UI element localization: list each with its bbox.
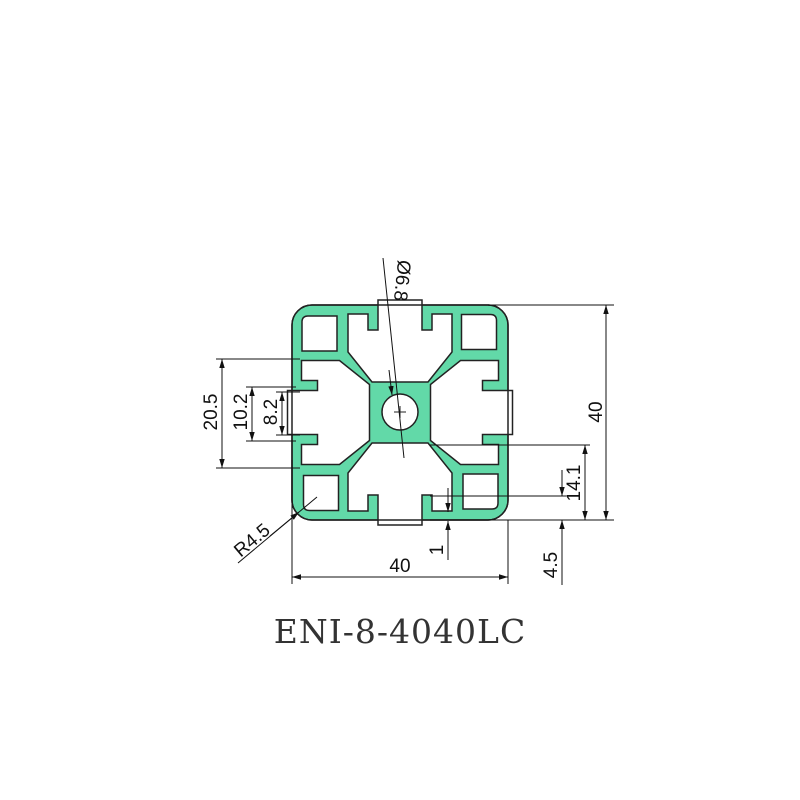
slot-depth-label: 14.1 bbox=[564, 465, 585, 502]
slot-opening-label: 8.2 bbox=[261, 399, 282, 425]
slot-outer-label: 10.2 bbox=[231, 394, 252, 431]
wall-label: 4.5 bbox=[541, 552, 562, 578]
t-slot bbox=[286, 359, 371, 512]
dimension-lines bbox=[216, 257, 614, 585]
t-slot bbox=[347, 442, 499, 526]
width-label: 40 bbox=[389, 556, 410, 577]
profile-title: ENI-8-4040LC bbox=[273, 612, 527, 651]
t-slot bbox=[301, 299, 453, 383]
slot-pitch-label: 20.5 bbox=[201, 394, 222, 431]
height-label: 40 bbox=[586, 401, 607, 422]
lip-label: 1 bbox=[427, 545, 448, 556]
t-slot bbox=[429, 313, 514, 466]
aluminium-profile bbox=[286, 299, 514, 526]
hole-diameter-label: Ø6.8 bbox=[389, 259, 414, 302]
corner-radius-label: R4.5 bbox=[230, 520, 274, 562]
